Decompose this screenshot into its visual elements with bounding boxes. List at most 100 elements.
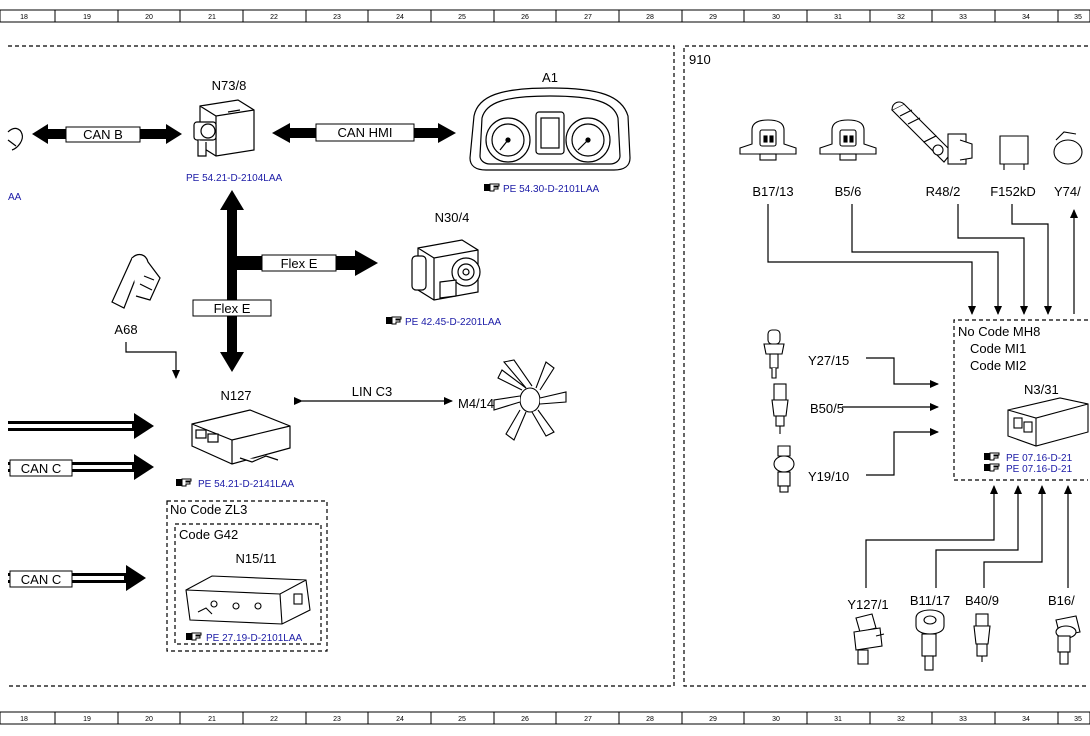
- n30-4-ref[interactable]: PE 42.45-D-2201LAA: [385, 316, 502, 328]
- bottom-routing-lines: [865, 485, 1072, 588]
- ruler-bottom-29: 29: [709, 716, 717, 723]
- n73-8-label: N73/8: [212, 78, 247, 93]
- ruler-bottom-32: 32: [897, 716, 905, 723]
- n3-31-ref-b-text[interactable]: PE 07.16-D-21: [1006, 464, 1073, 475]
- b50-5-sensor-icon[interactable]: [771, 383, 789, 434]
- b17-13-label: B17/13: [752, 184, 793, 199]
- ignition-switch-icon[interactable]: [193, 99, 255, 157]
- engine-control-unit-icon[interactable]: [1007, 397, 1089, 447]
- r48-2-heater-icon[interactable]: [891, 101, 973, 165]
- can-hmi-bus: CAN HMI: [272, 123, 456, 143]
- ruler-top-33: 33: [959, 14, 967, 21]
- n73-8-ref[interactable]: PE 54.21-D-2104LAA: [186, 173, 283, 184]
- can-b-label: CAN B: [83, 127, 123, 142]
- ruler-bottom-22: 22: [270, 716, 278, 723]
- ruler-top-26: 26: [521, 14, 529, 21]
- n127-ref-text[interactable]: PE 54.21-D-2141LAA: [198, 479, 295, 490]
- esp-unit-icon[interactable]: [411, 239, 481, 301]
- code-mi1-label: Code MI1: [970, 341, 1026, 356]
- code-g42-label: Code G42: [179, 527, 238, 542]
- cut-component-icon: [7, 127, 23, 151]
- y127-1-valve-icon[interactable]: [853, 613, 885, 665]
- a1-ref[interactable]: PE 54.30-D-2101LAA: [483, 183, 600, 195]
- code-mi2-label: Code MI2: [970, 358, 1026, 373]
- b5-6-label: B5/6: [835, 184, 862, 199]
- ruler-bottom-33: 33: [959, 716, 967, 723]
- ruler-top-21: 21: [208, 14, 216, 21]
- ruler-top-29: 29: [709, 14, 717, 21]
- ruler-top-19: 19: [83, 14, 91, 21]
- y19-10-label: Y19/10: [808, 469, 849, 484]
- ruler-bottom-34: 34: [1022, 716, 1030, 723]
- can-c-bus-2: CAN C: [8, 565, 146, 591]
- no-code-zl3-box: [166, 500, 328, 652]
- n30-4-ref-text[interactable]: PE 42.45-D-2201LAA: [405, 317, 502, 328]
- can-c-bus-1: CAN C: [8, 454, 154, 480]
- ruler-top-24: 24: [396, 14, 404, 21]
- b40-9-label: B40/9: [965, 593, 999, 608]
- flex-e-vertical-bus: Flex E Flex E: [192, 190, 378, 372]
- left-panel-border: [8, 45, 675, 687]
- n3-31-ref-a-text[interactable]: PE 07.16-D-21: [1006, 453, 1073, 464]
- b17-13-sensor-icon[interactable]: [739, 119, 797, 161]
- right-panel-border: [683, 45, 1088, 687]
- left-cut-ref[interactable]: AA: [8, 192, 22, 203]
- fan-icon[interactable]: [493, 359, 567, 441]
- ruler-bottom-27: 27: [584, 716, 592, 723]
- ruler-top-22: 22: [270, 14, 278, 21]
- bottom-ruler: 18 19 20 21 22 23 24 25 26 27 28 29 30 3…: [0, 711, 1090, 725]
- y27-15-label: Y27/15: [808, 353, 849, 368]
- left-input-arrow-1: [8, 413, 154, 439]
- n3-31-ref-b[interactable]: PE 07.16-D-21: [983, 463, 1073, 475]
- can-c-label-2: CAN C: [21, 572, 61, 587]
- f152kd-relay-icon[interactable]: [999, 135, 1029, 170]
- n15-11-ref-text[interactable]: PE 27.19-D-2101LAA: [206, 633, 303, 644]
- b40-9-sensor-icon[interactable]: [973, 613, 991, 662]
- y19-10-valve-icon[interactable]: [773, 445, 795, 493]
- y27-15-valve-icon[interactable]: [763, 329, 785, 379]
- ruler-bottom-19: 19: [83, 716, 91, 723]
- no-code-zl3-label: No Code ZL3: [170, 502, 247, 517]
- ruler-top-34: 34: [1022, 14, 1030, 21]
- m4-14-label: M4/14: [458, 396, 494, 411]
- ruler-bottom-24: 24: [396, 716, 404, 723]
- f152kd-label: F152kD: [990, 184, 1036, 199]
- ruler-top-23: 23: [333, 14, 341, 21]
- n15-11-ref[interactable]: PE 27.19-D-2101LAA: [185, 632, 303, 644]
- ruler-bottom-30: 30: [772, 716, 780, 723]
- y74-valve-icon[interactable]: [1053, 131, 1083, 165]
- lin-c3-label: LIN C3: [352, 384, 392, 399]
- section-number: 910: [689, 52, 711, 67]
- n15-11-label: N15/11: [236, 551, 277, 566]
- ruler-bottom-18: 18: [20, 716, 28, 723]
- top-ruler: 18 19 20 21 22 23 24 25 26 27 28 29 30 3…: [0, 9, 1090, 23]
- ruler-bottom-26: 26: [521, 716, 529, 723]
- n127-label: N127: [220, 388, 251, 403]
- n127-control-unit-icon[interactable]: [191, 409, 291, 465]
- flex-e-vertical-label: Flex E: [214, 301, 251, 316]
- no-code-mh8-box: [953, 319, 1088, 481]
- transmission-control-icon[interactable]: [185, 575, 311, 625]
- instrument-cluster-icon[interactable]: [469, 87, 631, 171]
- a68-connection-line: [125, 342, 180, 379]
- n127-ref[interactable]: PE 54.21-D-2141LAA: [175, 478, 295, 490]
- b50-5-label: B50/5: [810, 401, 844, 416]
- ruler-top-32: 32: [897, 14, 905, 21]
- a1-ref-text[interactable]: PE 54.30-D-2101LAA: [503, 184, 600, 195]
- ruler-bottom-25: 25: [458, 716, 466, 723]
- flex-e-horizontal-label: Flex E: [281, 256, 318, 271]
- n73-8-ref-text[interactable]: PE 54.21-D-2104LAA: [186, 173, 283, 184]
- b5-6-sensor-icon[interactable]: [819, 119, 877, 161]
- a68-label: A68: [114, 322, 137, 337]
- y74-label: Y74/: [1054, 184, 1081, 199]
- b16-label: B16/: [1048, 593, 1075, 608]
- b16-sensor-icon[interactable]: [1055, 615, 1081, 665]
- ruler-top-18: 18: [20, 14, 28, 21]
- ruler-bottom-21: 21: [208, 716, 216, 723]
- accelerator-pedal-icon[interactable]: [111, 253, 161, 309]
- ruler-bottom-28: 28: [646, 716, 654, 723]
- n3-31-ref-a[interactable]: PE 07.16-D-21: [983, 452, 1073, 464]
- b11-17-sensor-icon[interactable]: [915, 609, 945, 671]
- ruler-top-28: 28: [646, 14, 654, 21]
